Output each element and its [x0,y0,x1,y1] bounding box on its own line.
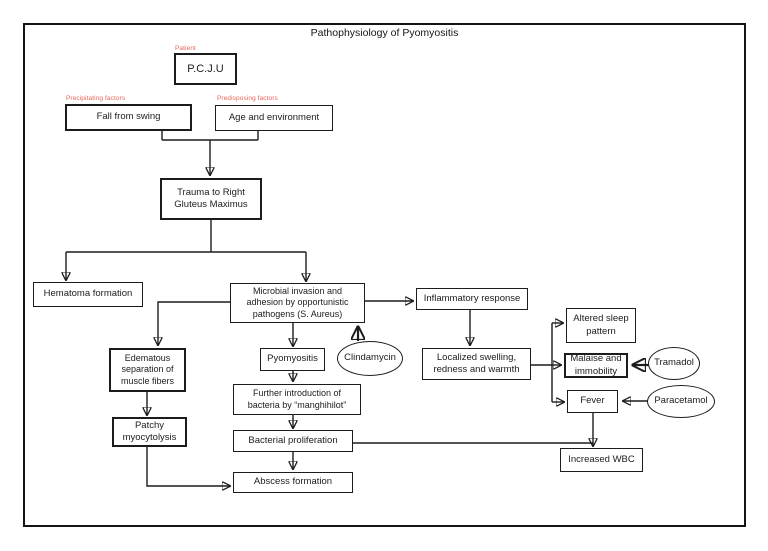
node-age-and-environment-label: Age and environment [228,111,320,123]
node-further-introduction-label: Further introduction of bacteria by “man… [247,387,347,410]
node-increased-wbc: Increased WBC [560,448,643,472]
node-microbial-invasion: Microbial invasion and adhesion by oppor… [230,283,365,323]
node-further-introduction: Further introduction of bacteria by “man… [233,384,361,415]
node-abscess-formation: Abscess formation [233,472,353,493]
node-tramadol: Tramadol [648,347,700,380]
node-tramadol-label: Tramadol [654,357,694,369]
arrow-to-edematous [158,301,230,345]
node-inflammatory-response: Inflammatory response [416,288,528,310]
node-trauma-gluteus: Trauma to Right Gluteus Maximus [160,178,262,220]
trauma-split-line [66,220,306,253]
node-edematous-separation-label: Edematous separation of muscle fibers [120,352,174,386]
arrow-patchy-to-abscess [146,447,230,486]
node-increased-wbc-label: Increased WBC [568,453,635,465]
node-fall-from-swing-label: Fall from swing [96,111,161,123]
node-malaise-immobility: Malaise and immobility [564,353,628,378]
node-bacterial-proliferation-label: Bacterial proliferation [248,434,338,446]
node-altered-sleep-pattern: Altered sleep pattern [566,308,636,343]
node-patient-pcju-label: P.C.J.U [187,62,224,75]
node-altered-sleep-pattern-label: Altered sleep pattern [573,313,629,337]
node-trauma-gluteus-label: Trauma to Right Gluteus Maximus [174,186,248,210]
diagram-title: Pathophysiology of Pyomyositis [310,27,459,39]
node-paracetamol-label: Paracetamol [654,395,708,407]
annotation-patient: Patient [175,45,196,52]
node-malaise-immobility-label: Malaise and immobility [570,353,622,377]
node-fever-label: Fever [580,395,605,407]
node-pyomyositis-label: Pyomyositis [267,353,318,365]
node-hematoma-formation: Hematoma formation [33,282,143,307]
annotation-predisposing-factors: Predisposing factors [217,95,278,102]
node-fall-from-swing: Fall from swing [65,104,192,131]
annotation-precipitating-factors: Precipitating factors [66,95,126,102]
node-patchy-myocytolysis: Patchy myocytolysis [112,417,187,447]
node-edematous-separation: Edematous separation of muscle fibers [109,348,186,392]
node-microbial-invasion-label: Microbial invasion and adhesion by oppor… [246,285,349,319]
node-localized-swelling-label: Localized swelling, redness and warmth [433,351,520,375]
node-age-and-environment: Age and environment [215,105,333,131]
node-clindamycin: Clindamycin [337,341,403,376]
node-patient-pcju: P.C.J.U [174,53,237,85]
node-paracetamol: Paracetamol [647,385,715,418]
node-clindamycin-label: Clindamycin [344,352,396,364]
node-abscess-formation-label: Abscess formation [253,476,333,488]
node-pyomyositis: Pyomyositis [260,348,325,371]
node-bacterial-proliferation: Bacterial proliferation [233,430,353,452]
node-patchy-myocytolysis-label: Patchy myocytolysis [122,419,177,443]
node-fever: Fever [567,390,618,413]
node-localized-swelling: Localized swelling, redness and warmth [422,348,531,380]
node-inflammatory-response-label: Inflammatory response [423,292,521,304]
node-hematoma-formation-label: Hematoma formation [43,288,133,300]
symptom-branch-line [531,323,553,402]
merge-bracket-factors [161,131,259,141]
